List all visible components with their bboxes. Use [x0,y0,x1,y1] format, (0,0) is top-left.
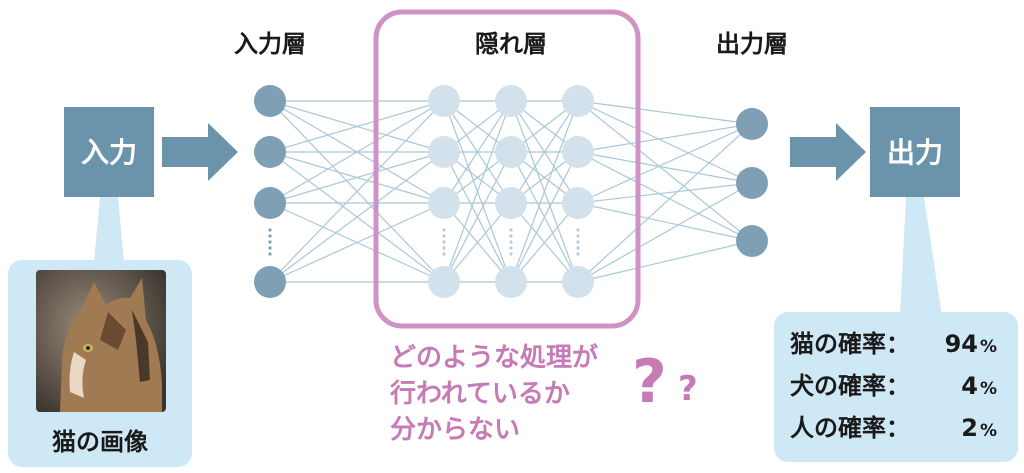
connection-line [269,100,445,204]
output-layer-title: 出力層 [716,30,788,58]
ellipsis-dot [509,246,513,250]
connection-line [443,100,512,283]
ellipsis-dot [268,234,272,238]
hidden1-node-2 [428,136,460,168]
connection-line [577,123,753,283]
hidden-layer-title: 隠れ層 [475,30,547,58]
output-node-2 [736,167,768,199]
input-box-label: 入力 [81,136,137,169]
hidden3-node-1 [562,85,594,117]
ellipsis-dot [268,252,272,256]
cat-image-icon [36,270,166,412]
connection-line [510,100,579,204]
output-callout: 猫の確率： 94% 犬の確率： 4% 人の確率： 2% [774,197,1018,462]
ellipsis-dot [509,252,513,256]
ellipsis-dot [576,228,580,232]
input-box [64,107,154,197]
hidden3-node-3 [562,187,594,219]
connection-line [443,151,512,283]
hidden1-node-4 [428,266,460,298]
prob-label: 犬の確率： [790,372,910,400]
connection-line [269,100,445,283]
input-arrow-icon [162,123,238,181]
connection-line [577,151,753,184]
connection-line [577,151,753,242]
input-node-2 [254,136,286,168]
ellipsis-dot [576,234,580,238]
prob-unit: % [980,379,997,399]
input-callout: 猫の画像 [8,197,192,467]
connection-line [269,202,445,283]
connection-line [577,202,753,242]
connection-line [577,123,753,204]
ellipsis-dot [442,240,446,244]
connection-line [443,202,512,283]
ellipsis-dot [509,240,513,244]
ellipsis-dot [442,234,446,238]
connection-line [577,100,753,125]
hidden3-node-2 [562,136,594,168]
question-line-2: 行われているか [389,378,570,409]
hidden2-node-1 [495,85,527,117]
prob-unit: % [980,337,997,357]
connection-line [269,100,445,153]
connection-line [269,151,445,204]
hidden2-node-2 [495,136,527,168]
question-line-1: どのような処理が [390,342,598,373]
prob-label: 人の確率： [790,414,910,442]
hidden-question: どのような処理が 行われているか 分からない [389,342,598,445]
ellipsis-dot [268,228,272,232]
hidden2-node-3 [495,187,527,219]
hidden1-node-1 [428,85,460,117]
connection-line [269,151,445,283]
input-node-3 [254,187,286,219]
input-node-1 [254,85,286,117]
ellipsis-dots [268,228,580,256]
probability-list: 猫の確率： 94% 犬の確率： 4% 人の確率： 2% [790,330,997,442]
connection-line [510,151,579,283]
prob-value: 2 [961,414,978,442]
connection-line [443,100,512,204]
output-box [870,107,960,197]
ellipsis-dot [576,252,580,256]
connection-line [510,100,579,283]
ellipsis-dot [268,240,272,244]
connection-line [577,100,753,242]
hidden-layer-frame [373,9,641,329]
connection-line [577,123,753,153]
small-question-mark-icon: ? [678,369,698,409]
prob-value: 94 [945,330,978,358]
hidden3-node-4 [562,266,594,298]
prob-value: 4 [961,372,978,400]
output-node-3 [736,225,768,257]
ellipsis-dot [576,240,580,244]
output-box-label: 出力 [887,136,943,169]
large-question-mark-icon: ? [632,347,667,417]
input-caption: 猫の画像 [52,428,149,456]
connection-line [577,240,753,283]
prob-unit: % [980,421,997,441]
ellipsis-dot [509,228,513,232]
network-nodes [254,85,768,298]
ellipsis-dot [509,234,513,238]
question-line-3: 分からない [390,415,520,445]
connection-line [577,182,753,204]
connection-line [577,182,753,283]
ellipsis-dot [268,246,272,250]
connection-line [577,100,753,184]
output-arrow-icon [790,123,866,181]
ellipsis-dot [442,228,446,232]
output-node-1 [736,108,768,140]
ellipsis-dot [442,246,446,250]
prob-label: 猫の確率： [790,330,910,358]
ellipsis-dot [442,252,446,256]
input-node-4 [254,266,286,298]
ellipsis-dot [576,246,580,250]
hidden2-node-4 [495,266,527,298]
hidden1-node-3 [428,187,460,219]
connection-line [510,202,579,283]
input-layer-title: 入力層 [234,30,306,58]
